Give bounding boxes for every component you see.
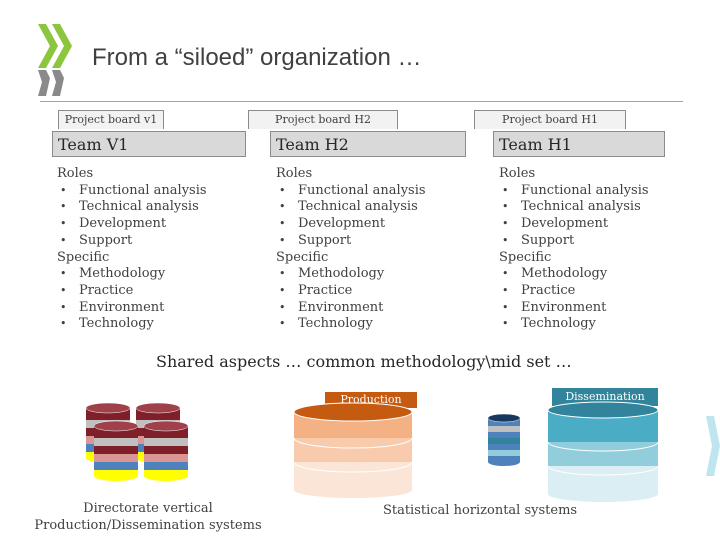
- list-item: Functional analysis: [499, 183, 689, 200]
- specific-heading: Specific: [276, 249, 329, 265]
- list-item: Technology: [276, 316, 466, 333]
- list-item: Practice: [57, 283, 247, 300]
- list-item: Support: [57, 233, 247, 250]
- dissemination-label-box: Dissemination: [552, 388, 658, 406]
- list-item: Environment: [57, 300, 247, 317]
- dissemination-database-icon: [547, 401, 659, 502]
- list-item: Methodology: [499, 266, 689, 283]
- list-item: Practice: [276, 283, 466, 300]
- list-item: Environment: [499, 300, 689, 317]
- list-item: Technical analysis: [276, 199, 466, 216]
- list-item: Support: [276, 233, 466, 250]
- roles-heading: Roles: [276, 166, 313, 181]
- list-item: Development: [57, 216, 247, 233]
- page-title: From a “siloed” organization …: [92, 44, 422, 71]
- list-item: Technology: [499, 316, 689, 333]
- list-item: Practice: [499, 283, 689, 300]
- list-item: Technology: [57, 316, 247, 333]
- horizontal-systems-caption: Statistical horizontal systems: [382, 503, 578, 518]
- team-header: Team H2: [270, 131, 466, 157]
- vertical-databases-icon: [85, 402, 189, 482]
- team-header: Team H1: [493, 131, 665, 157]
- oecd-logo-icon: [38, 24, 72, 96]
- chevron-right-icon: [706, 416, 720, 476]
- specific-heading: Specific: [499, 249, 552, 265]
- list-item: Support: [499, 233, 689, 250]
- shared-aspects-text: Shared aspects … common methodology\mid …: [156, 352, 572, 371]
- production-database-icon: [293, 402, 413, 498]
- project-board-tab: Project board v1: [58, 110, 164, 129]
- list-item: Development: [276, 216, 466, 233]
- list-item: Methodology: [57, 266, 247, 283]
- team-details: Roles Functional analysis Technical anal…: [57, 166, 247, 333]
- horizontal-database-icon: [487, 413, 521, 466]
- dissemination-label: Dissemination: [565, 390, 645, 403]
- vertical-systems-caption: Directorate vertical Production/Dissemin…: [34, 501, 262, 533]
- project-board-tab: Project board H2: [248, 110, 398, 129]
- team-details: Roles Functional analysis Technical anal…: [499, 166, 689, 333]
- title-divider: [40, 101, 683, 102]
- specific-heading: Specific: [57, 249, 110, 265]
- list-item: Technical analysis: [499, 199, 689, 216]
- list-item: Functional analysis: [276, 183, 466, 200]
- list-item: Methodology: [276, 266, 466, 283]
- team-header: Team V1: [52, 131, 246, 157]
- list-item: Development: [499, 216, 689, 233]
- list-item: Technical analysis: [57, 199, 247, 216]
- roles-heading: Roles: [57, 166, 94, 181]
- roles-heading: Roles: [499, 166, 536, 181]
- list-item: Functional analysis: [57, 183, 247, 200]
- team-details: Roles Functional analysis Technical anal…: [276, 166, 466, 333]
- project-board-tab: Project board H1: [474, 110, 626, 129]
- list-item: Environment: [276, 300, 466, 317]
